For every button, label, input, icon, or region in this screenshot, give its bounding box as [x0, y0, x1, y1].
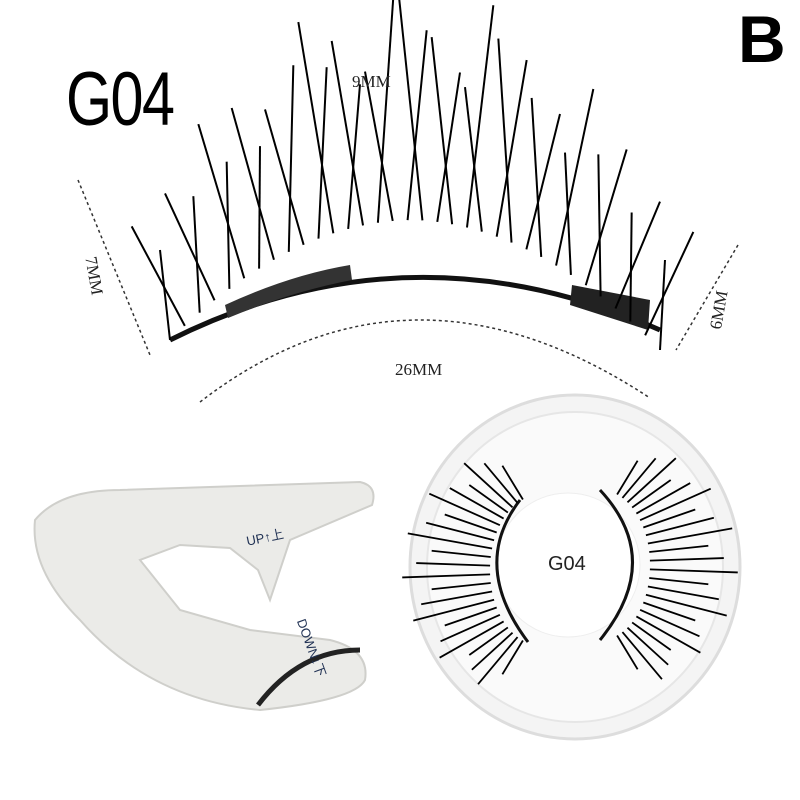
- case-model-label: G04: [548, 553, 586, 575]
- variant-badge: B: [738, 2, 786, 76]
- lash-fibers: [130, 0, 695, 351]
- dimension-width: 26MM: [395, 360, 443, 379]
- right-height-guide: [675, 244, 739, 351]
- left-height-guide: [77, 179, 151, 356]
- magnet-left: [225, 265, 352, 318]
- dimension-top: 9MM: [352, 72, 391, 91]
- lash-applicator: [33, 480, 375, 712]
- magnet-right: [570, 285, 650, 330]
- width-arc-guide: [199, 319, 651, 403]
- model-code: G04: [66, 57, 175, 142]
